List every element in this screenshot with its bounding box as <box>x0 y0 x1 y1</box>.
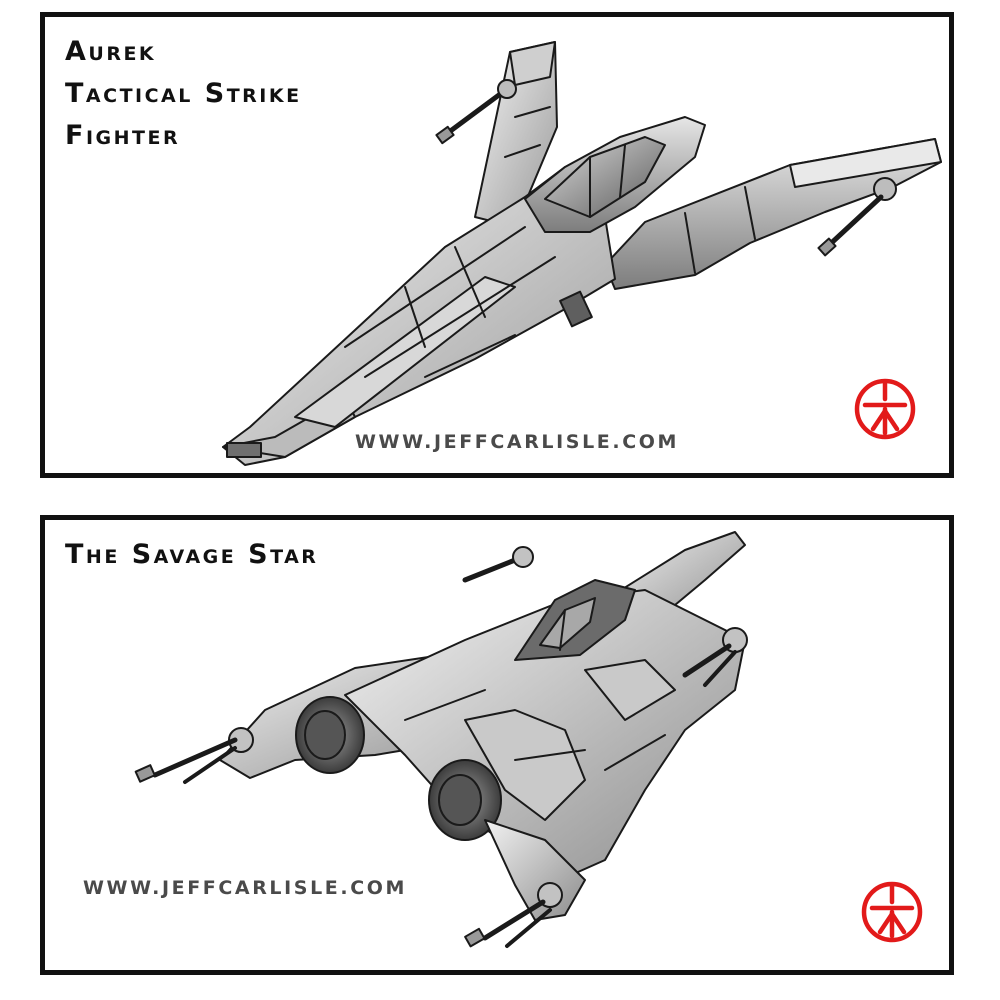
card-title-line: Tactical Strike <box>65 78 302 109</box>
website-watermark: WWW.JEFFCARLISLE.COM <box>355 431 679 453</box>
starfighter-illustration <box>134 531 748 948</box>
starfighter-illustration <box>222 41 942 466</box>
concept-card-aurek: Aurek Tactical Strike Fighter <box>40 12 954 478</box>
concept-card-savage-star: The Savage Star <box>40 515 954 975</box>
card-title: The Savage Star <box>65 534 318 576</box>
red-circle-emblem-icon <box>854 378 916 440</box>
website-watermark: WWW.JEFFCARLISLE.COM <box>83 877 407 899</box>
card-title: Aurek Tactical Strike Fighter <box>65 31 302 157</box>
card-title-line: Aurek <box>65 36 157 67</box>
red-circle-emblem-icon <box>861 881 923 943</box>
card-title-line: The Savage Star <box>65 539 319 570</box>
card-title-line: Fighter <box>65 120 181 151</box>
